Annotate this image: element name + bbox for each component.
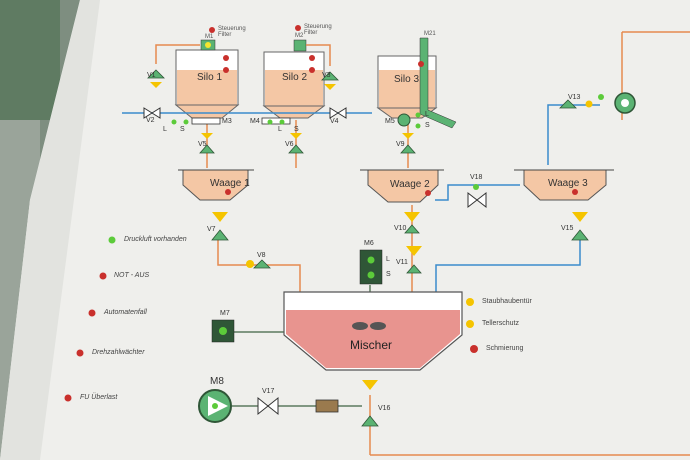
valve-v13-label: V13 — [568, 94, 581, 101]
motor-m3-label: M3 — [222, 118, 232, 125]
silo-1-filter-text: Steuerung Filter — [218, 26, 246, 38]
level-s-silo2: S — [294, 126, 299, 133]
legend-plate-guard: Tellerschutz — [482, 320, 519, 327]
valve-v4-label: V4 — [330, 118, 339, 125]
valve-v15-label: V15 — [561, 225, 574, 232]
motor-m6-box — [359, 249, 383, 285]
mixer-label: Mischer — [350, 338, 393, 352]
legend-speed-monitor: Drehzahlwächter — [92, 349, 145, 356]
level-l-silo3: L — [425, 111, 429, 118]
mixer — [283, 291, 463, 371]
valve-v18-label: V18 — [470, 174, 483, 181]
scale-2-label: Waage 2 — [390, 179, 430, 190]
valve-v10-label: V10 — [394, 225, 407, 232]
silo-2 — [262, 39, 326, 119]
legend-dust-door: Staubhaubentür — [482, 298, 532, 305]
green-valves — [147, 69, 589, 427]
valve-v2-label: V2 — [146, 117, 155, 124]
motor-m8-label: M8 — [210, 376, 224, 387]
legend-emergency-stop: NOT - AUS — [114, 272, 150, 279]
scale-3-label: Waage 3 — [548, 178, 588, 189]
valve-v11-label: V11 — [396, 259, 408, 266]
legend-machine-fault: Automatenfall — [104, 309, 147, 316]
red-lamps — [64, 25, 478, 402]
legend-lubrication: Schmierung — [486, 345, 524, 352]
valve-v1-label: V1 — [147, 72, 156, 79]
level-l-m6: L — [386, 256, 390, 263]
scale-1-label: Waage 1 — [210, 178, 250, 189]
level-s-m6: S — [386, 271, 391, 278]
valve-v9-label: V9 — [396, 141, 405, 148]
silo-1-label: Silo 1 — [197, 72, 223, 83]
silo-2-label: Silo 2 — [282, 72, 308, 83]
legend-compressed-air: Druckluft vorhanden — [124, 236, 187, 243]
silo-2-filter-text: Steuerung Filter — [304, 24, 332, 36]
silo-3-motor-label: M21 — [424, 31, 436, 37]
silo-1 — [174, 39, 240, 119]
valve-v6-label: V6 — [285, 141, 294, 148]
silo-3-label: Silo 3 — [394, 74, 420, 85]
valve-v8-label: V8 — [257, 252, 266, 259]
silo-2-motor-label: M2 — [295, 33, 304, 39]
scale-2 — [360, 169, 444, 203]
scale-3 — [514, 169, 614, 201]
valve-v16-label: V16 — [378, 405, 391, 412]
scale-1 — [178, 169, 254, 201]
silo-1-motor-label: M1 — [205, 34, 214, 40]
legend-fu-overload: FU Überlast — [80, 394, 118, 401]
valve-v7-label: V7 — [207, 226, 216, 233]
yellow-lamps — [150, 82, 593, 390]
motor-m6-label: M6 — [364, 240, 374, 247]
level-l-silo2: L — [278, 126, 282, 133]
valve-v3-label: V3 — [322, 72, 331, 79]
motor-m5-label: M5 — [385, 118, 395, 125]
motor-m7-label: M7 — [220, 310, 230, 317]
valve-v17-label: V17 — [262, 388, 275, 395]
valve-v5-label: V5 — [198, 141, 207, 148]
motor-m4-label: M4 — [250, 118, 260, 125]
level-l-silo1: L — [163, 126, 167, 133]
level-s-silo3: S — [425, 122, 430, 129]
green-lamps — [108, 112, 421, 244]
level-s-silo1: S — [180, 126, 185, 133]
pump-m8 — [198, 389, 232, 423]
silo-3 — [376, 37, 457, 129]
